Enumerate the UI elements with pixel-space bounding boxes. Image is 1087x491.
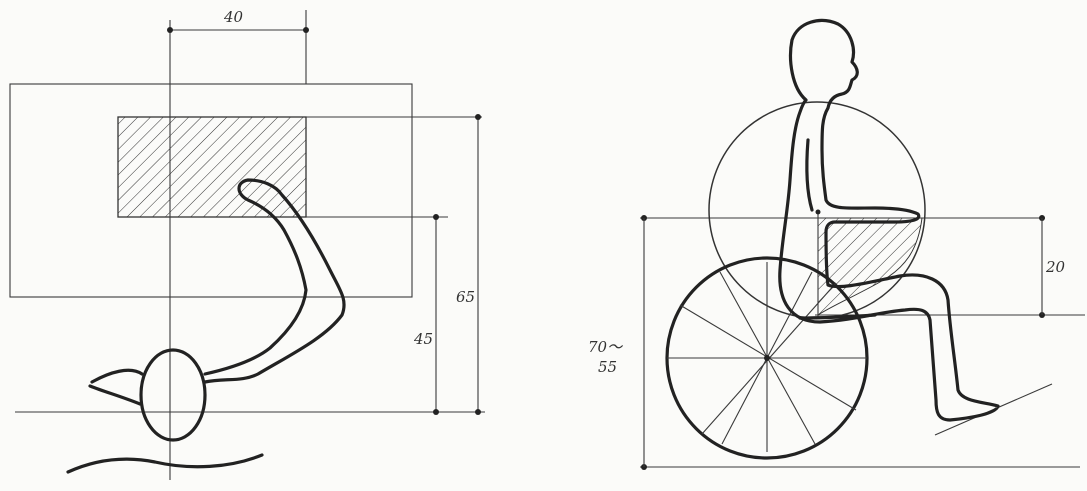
width-dim-dot-left [167, 27, 173, 33]
dim-65-dot-bottom [475, 409, 481, 415]
elbow-dot [815, 209, 821, 215]
reach-zone-hatched [117, 116, 307, 218]
thigh-zone-hatched [817, 217, 923, 316]
width-label: 40 [223, 8, 244, 26]
shoulder-line-top [90, 368, 144, 384]
wheel-hub [764, 355, 770, 361]
head-top-view [139, 348, 207, 442]
armrest-label: 20 [1045, 258, 1066, 276]
table-outline [9, 83, 413, 298]
dim-65-dot-top [475, 114, 481, 120]
height-outer-label: 65 [456, 288, 475, 306]
dim-45-dot-top [433, 214, 439, 220]
width-dim-dot-right [303, 27, 309, 33]
person-silhouette [778, 18, 1000, 422]
left-shoulder [88, 384, 142, 406]
arm-inner-line [805, 138, 814, 212]
range-label-bottom: 55 [598, 358, 617, 376]
reaching-arm [203, 178, 346, 384]
top-view: 40 65 45 [9, 8, 485, 480]
body-lower-line [66, 453, 264, 474]
dim-45-dot-bottom [433, 409, 439, 415]
range-label-top: 70～ [588, 338, 623, 356]
wheelchair-seat-frame [798, 313, 877, 320]
height-inner-label: 45 [413, 330, 433, 348]
side-view: 20 70～ 55 [588, 18, 1085, 470]
